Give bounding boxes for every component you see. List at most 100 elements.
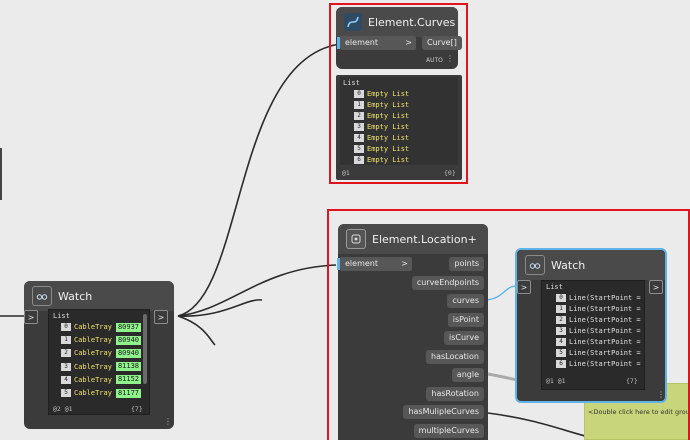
list-value: Line(StartPoint = <box>569 349 641 357</box>
location-output-label: isPoint <box>452 314 479 324</box>
curves-output-label: Curve[] <box>427 38 457 47</box>
list-value: Line(StartPoint = <box>569 327 641 335</box>
list-index: 3 <box>556 327 566 335</box>
list-index: 4 <box>354 134 364 142</box>
element-id-link[interactable]: 81138 <box>115 362 142 372</box>
element-id-link[interactable]: 80940 <box>115 335 142 345</box>
group-hint[interactable]: <Double click here to edit group de <box>588 408 690 416</box>
list-value: Line(StartPoint = <box>569 338 641 346</box>
watch-left-scrollbar[interactable] <box>143 314 147 384</box>
location-output-hasRotation[interactable]: hasRotation <box>426 386 484 401</box>
location-input-element[interactable]: element > <box>337 257 412 271</box>
location-output-label: curves <box>452 296 479 305</box>
list-index: 1 <box>354 101 364 109</box>
list-value: Empty List <box>367 156 410 164</box>
element-location-node[interactable]: Element.Location+ element > points curveE… <box>337 224 488 440</box>
chevron-right-icon: > <box>401 259 408 268</box>
watch-left-input-port[interactable]: > <box>24 310 38 324</box>
curves-list-header: List <box>343 79 360 87</box>
location-icon <box>346 229 366 249</box>
location-output-points[interactable]: points <box>449 257 484 271</box>
watch-left-header[interactable]: Watch <box>24 281 174 311</box>
list-label: CableTray <box>74 336 112 345</box>
list-label: CableTray <box>74 323 112 331</box>
list-index: 2 <box>61 349 71 358</box>
location-output-label: curveEndpoints <box>416 277 479 287</box>
element-id-link[interactable]: 81152 <box>115 375 142 385</box>
location-output-isCurve[interactable]: isCurve <box>444 331 484 345</box>
location-output-hasMulipleCurves[interactable]: hasMulipleCurves <box>403 405 484 419</box>
watch-left-output-port[interactable]: > <box>154 310 168 324</box>
list-label: CableTray <box>74 375 112 384</box>
wire-to-location-b <box>177 299 263 317</box>
list-index: 0 <box>61 323 71 331</box>
list-index: 2 <box>556 316 566 324</box>
list-index: 6 <box>556 360 566 368</box>
curves-input-element[interactable]: element > <box>337 36 416 50</box>
curves-lacing-label[interactable]: AUTO <box>426 57 443 64</box>
location-output-label: points <box>454 259 479 268</box>
location-output-multipleCurves[interactable]: multipleCurves <box>413 423 484 438</box>
list-label: CableTray <box>74 349 112 358</box>
wire-to-location-a <box>177 264 337 317</box>
element-id-link[interactable]: 80937 <box>115 322 142 332</box>
watch-right-more-icon[interactable]: ⋮ <box>657 390 665 399</box>
location-output-curveEndpoints[interactable]: curveEndpoints <box>411 275 484 290</box>
left-edge-marker <box>0 148 2 200</box>
selection-box-curves <box>329 3 468 184</box>
watch-right-list-header: List <box>546 283 563 291</box>
list-value: Empty List <box>367 123 410 131</box>
list-value: Line(StartPoint = <box>569 360 641 368</box>
curves-output-curve-list[interactable]: Curve[] <box>422 36 462 50</box>
location-input-label: element <box>345 259 378 268</box>
watch-right-count: {7} <box>626 377 638 385</box>
element-curves-node[interactable]: Element.Curves element > Curve[] AUTO ⋮ <box>336 7 462 69</box>
wire-curves-to-watch <box>485 285 518 301</box>
element-id-link[interactable]: 80940 <box>115 348 142 358</box>
watch-right-header[interactable]: Watch <box>517 250 665 280</box>
watch-right-level: @1 @1 <box>546 377 566 385</box>
list-index: 0 <box>556 294 566 302</box>
element-id-link[interactable]: 81177 <box>115 388 142 398</box>
watch-right-input-port[interactable]: > <box>517 280 531 294</box>
list-index: 4 <box>61 375 71 384</box>
element-location-header[interactable]: Element.Location+ <box>338 224 488 254</box>
location-output-label: hasMulipleCurves <box>408 407 479 416</box>
curves-more-icon[interactable]: ⋮ <box>446 54 454 63</box>
element-curves-header[interactable]: Element.Curves <box>336 7 458 37</box>
list-index: 1 <box>556 305 566 313</box>
list-value: Empty List <box>367 145 410 153</box>
location-output-hasLocation[interactable]: hasLocation <box>426 349 484 364</box>
location-output-label: isCurve <box>449 333 479 342</box>
watch-left-more-icon[interactable]: ⋮ <box>164 417 172 426</box>
list-index: 3 <box>354 123 364 131</box>
list-value: Empty List <box>367 90 410 98</box>
location-output-angle[interactable]: angle <box>451 368 484 382</box>
watch-right-output-port[interactable]: > <box>649 280 663 294</box>
location-output-curves[interactable]: curves <box>447 294 484 308</box>
watch-left-list-header: List <box>53 312 70 320</box>
list-index: 5 <box>61 389 71 397</box>
location-output-isPoint[interactable]: isPoint <box>447 312 484 327</box>
location-output-label: angle <box>456 370 479 379</box>
